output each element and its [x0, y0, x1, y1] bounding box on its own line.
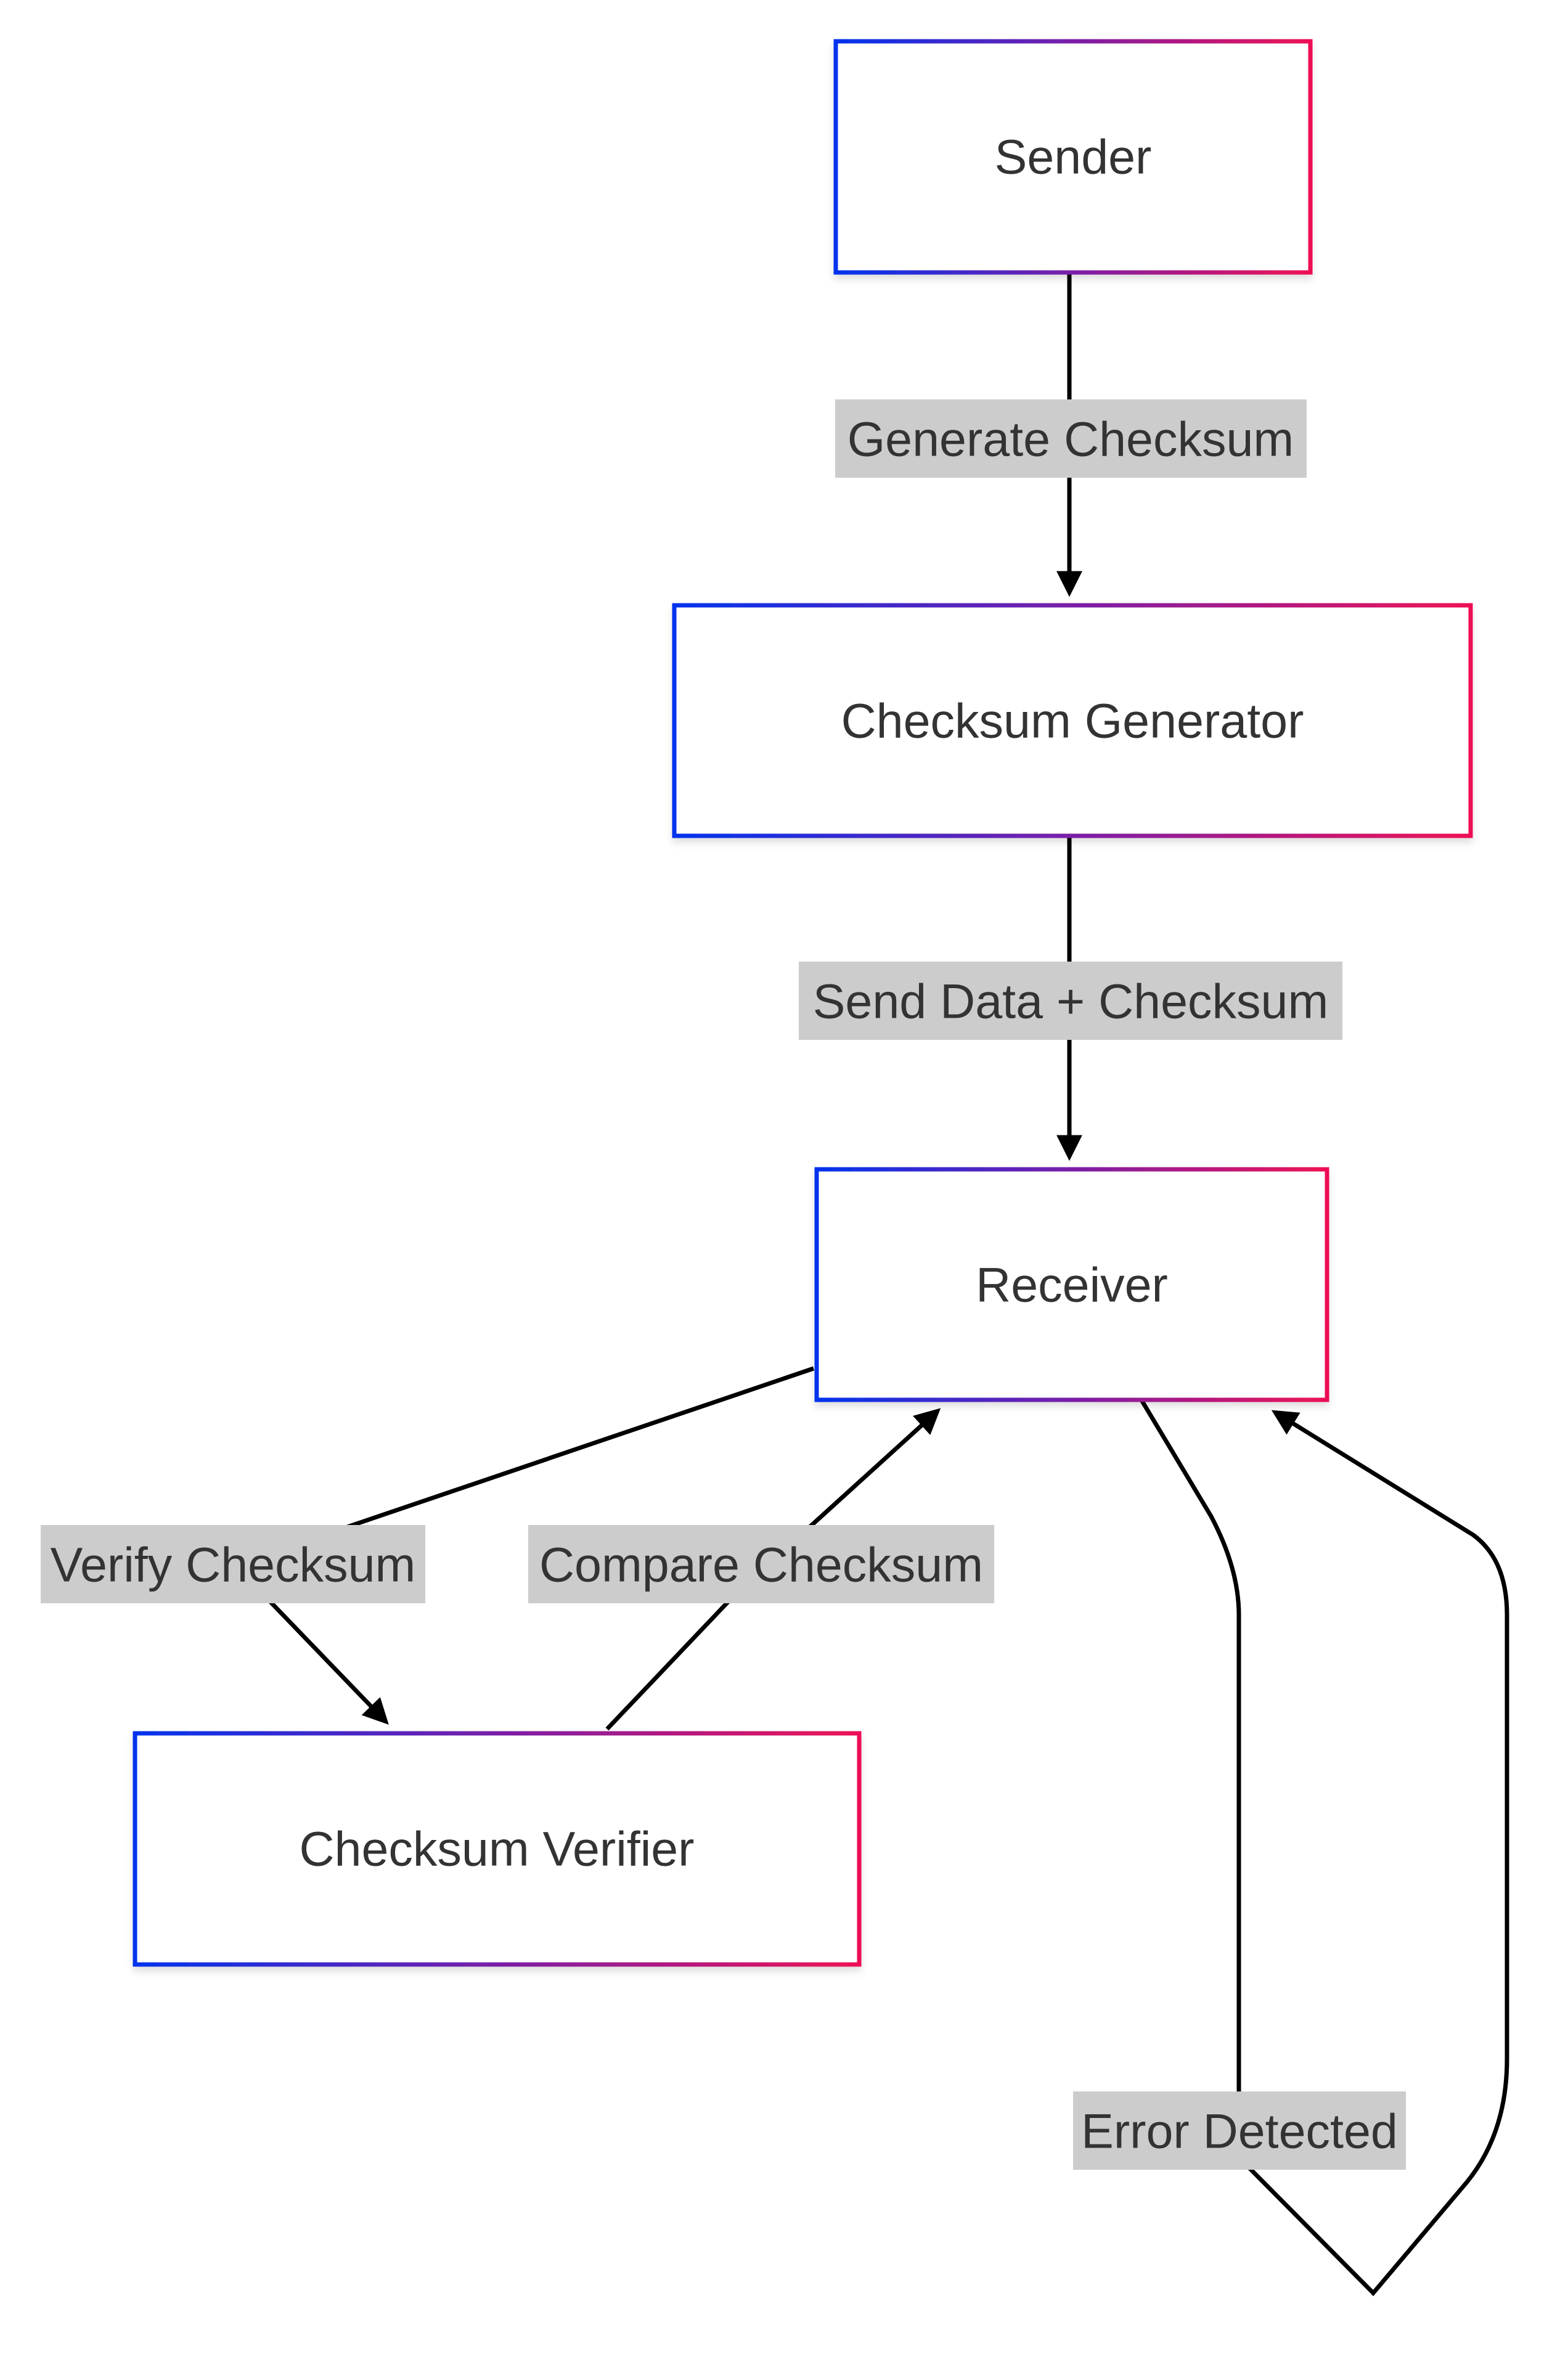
edge-label-error-detected: Error Detected [1073, 2091, 1406, 2170]
nodes: Sender Checksum Generator Receiver Check… [133, 39, 1473, 1967]
edge-label-generate-checksum-text: Generate Checksum [847, 412, 1294, 467]
node-checksum-verifier-label: Checksum Verifier [300, 1821, 695, 1876]
node-sender[interactable]: Sender [833, 39, 1313, 275]
edge-label-error-detected-text: Error Detected [1081, 2104, 1398, 2159]
node-checksum-generator[interactable]: Checksum Generator [672, 603, 1473, 838]
node-checksum-generator-label: Checksum Generator [841, 693, 1304, 748]
edge-label-compare-checksum-text: Compare Checksum [539, 1537, 983, 1592]
node-receiver[interactable]: Receiver [814, 1167, 1329, 1402]
node-checksum-verifier[interactable]: Checksum Verifier [133, 1731, 862, 1967]
edge-label-send-data-checksum: Send Data + Checksum [799, 962, 1342, 1040]
edge-label-verify-checksum-text: Verify Checksum [51, 1537, 416, 1592]
node-receiver-label: Receiver [976, 1257, 1168, 1312]
node-sender-label: Sender [995, 129, 1152, 184]
edge-labels: Generate Checksum Send Data + Checksum V… [41, 399, 1406, 2170]
edge-label-compare-checksum: Compare Checksum [528, 1525, 994, 1603]
edge-label-generate-checksum: Generate Checksum [835, 399, 1307, 478]
edge-label-send-data-checksum-text: Send Data + Checksum [813, 974, 1329, 1029]
edge-label-verify-checksum: Verify Checksum [41, 1525, 425, 1603]
edge-receiver-self-loop [1138, 1397, 1509, 2297]
